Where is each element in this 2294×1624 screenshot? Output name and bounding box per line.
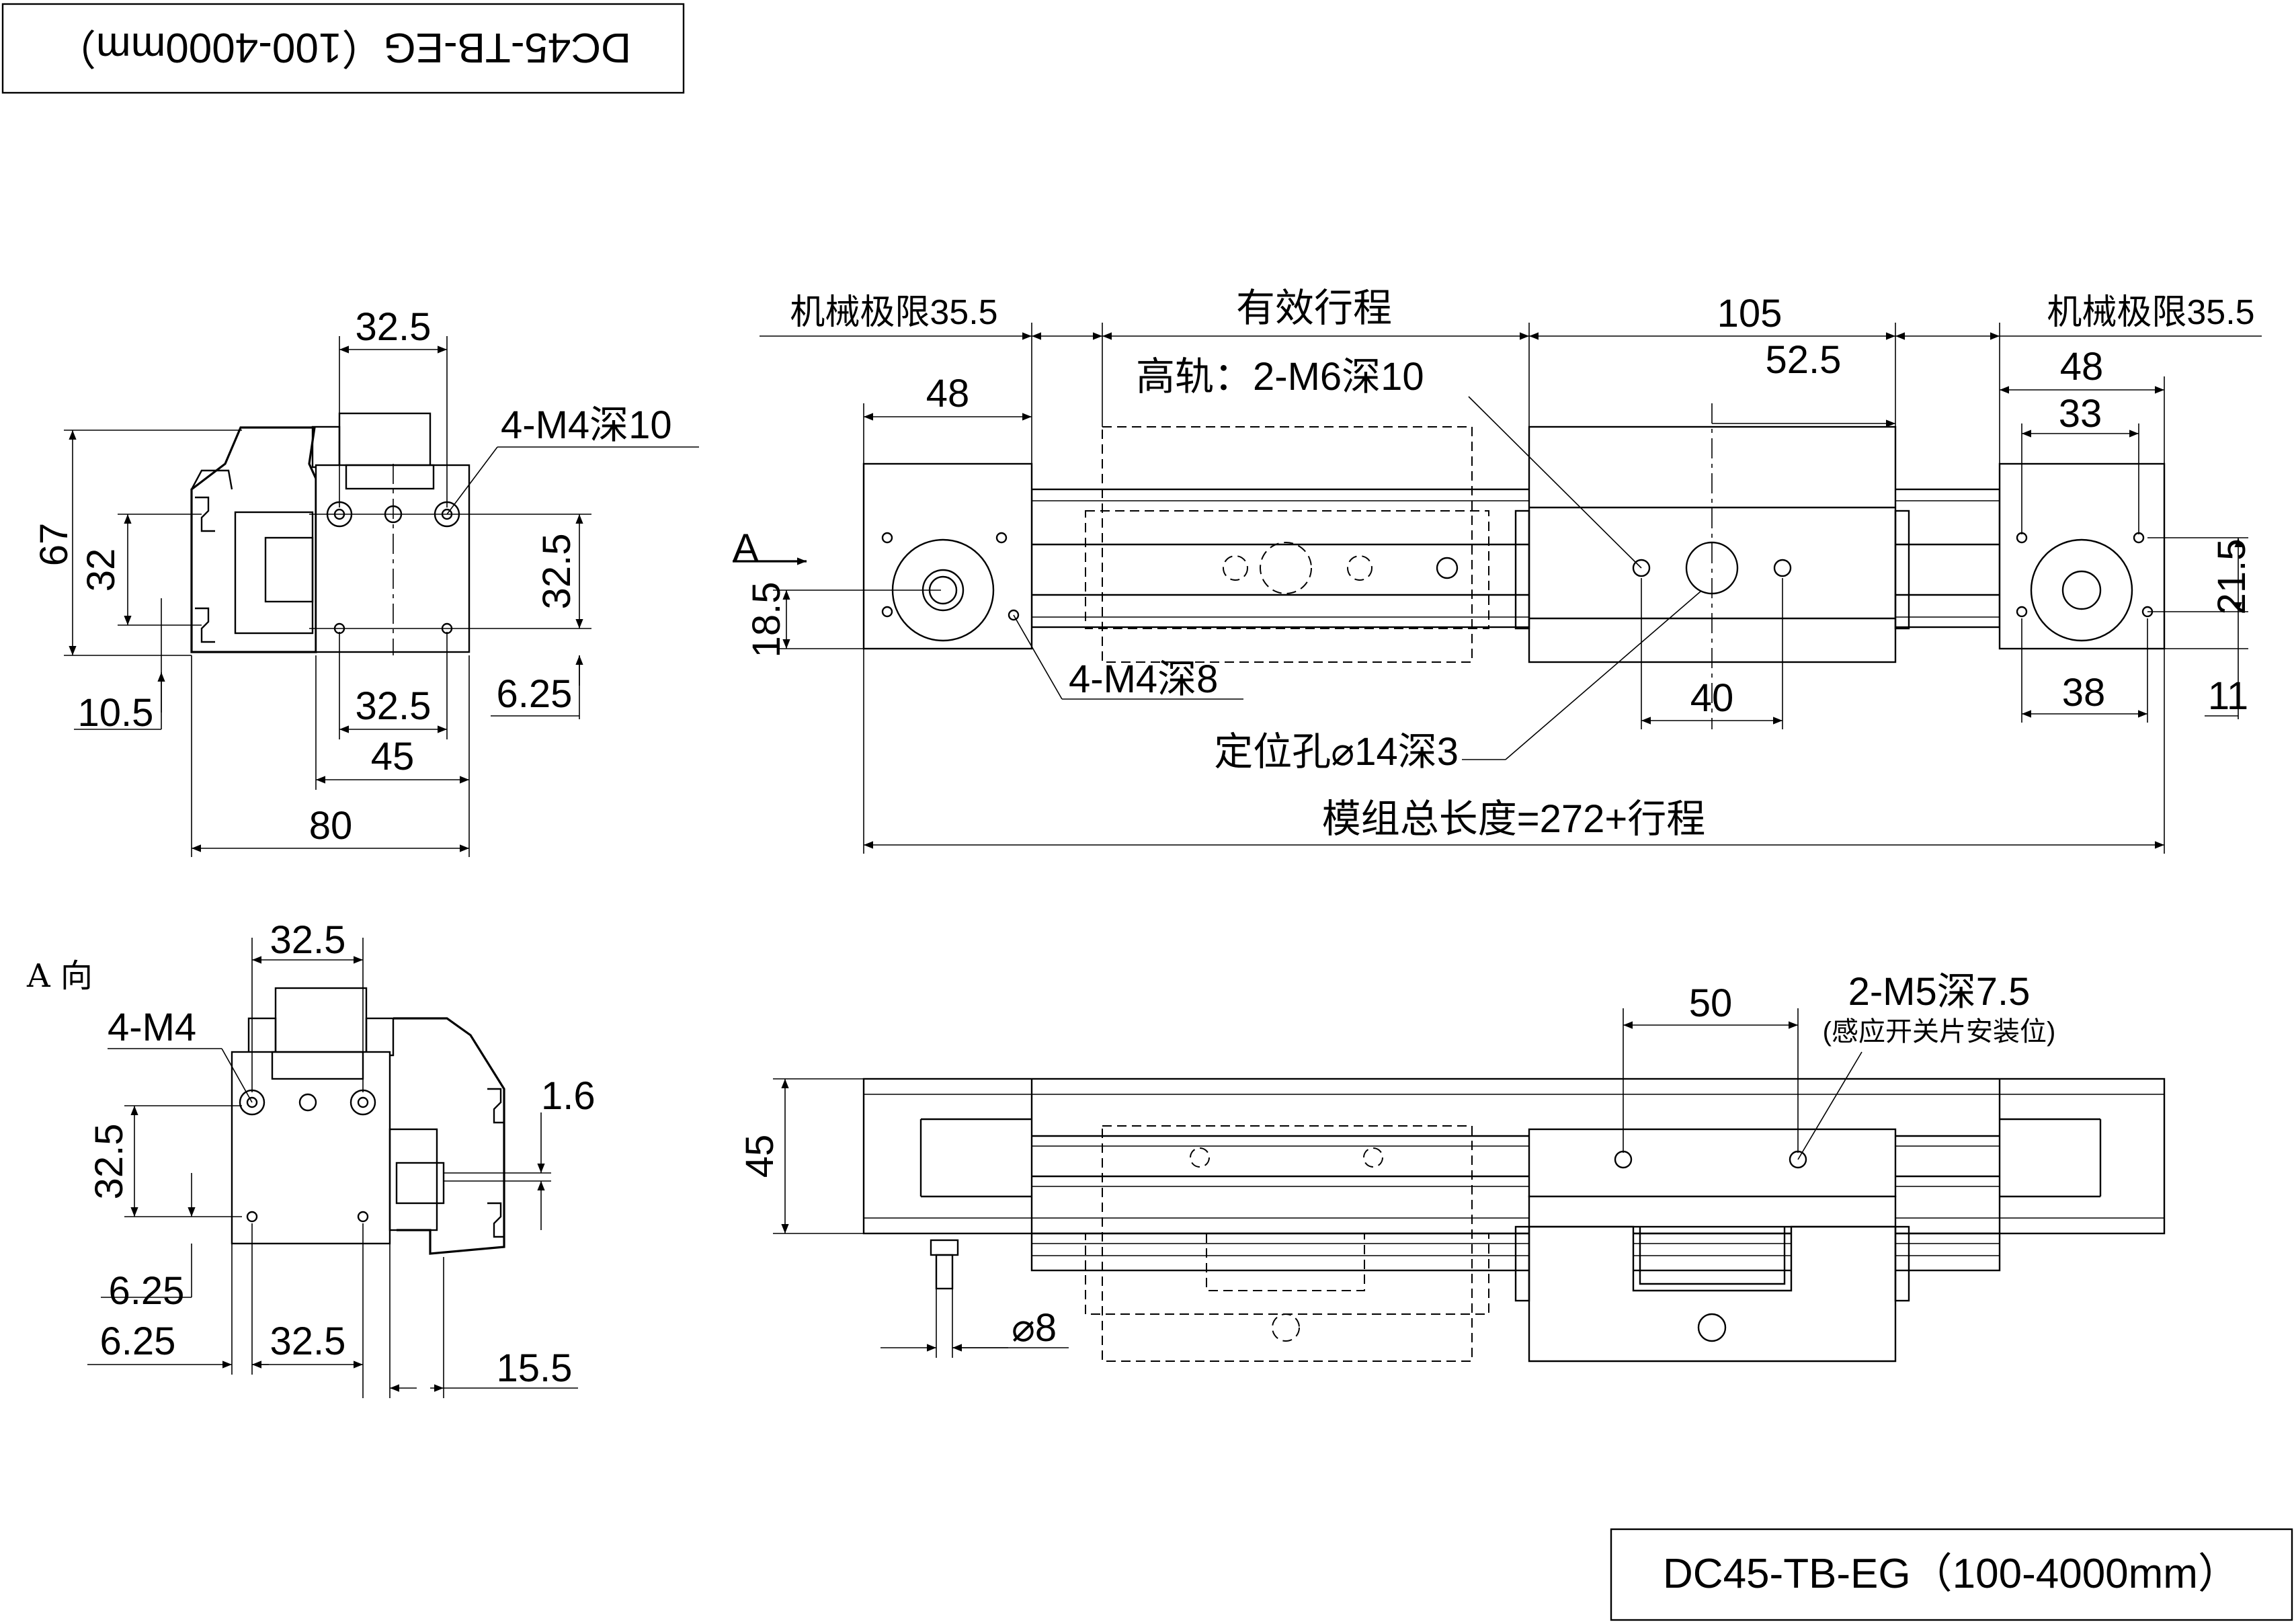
dim-11: 11 — [2208, 674, 2248, 718]
dim-48-left: 48 — [926, 372, 970, 415]
dim-45: 45 — [371, 735, 415, 778]
dim-6-25: 6.25 — [497, 672, 573, 716]
a-dim-6-25-a: 6.25 — [109, 1269, 185, 1313]
thread-note-top: 4-M4深10 — [501, 403, 672, 447]
side-dim-45: 45 — [738, 1135, 782, 1178]
end-view-top: 32.5 4-M4深10 67 32 10.5 32.5 6.25 — [32, 305, 699, 857]
dim-50: 50 — [1689, 981, 1733, 1025]
end-thread-note: 4-M4深8 — [1069, 657, 1218, 701]
high-rail-note: 高轨：2-M6深10 — [1136, 355, 1424, 399]
mech-limit-right: 机械极限35.5 — [2047, 293, 2254, 332]
mech-limit-left: 机械极限35.5 — [790, 293, 997, 332]
dim-38: 38 — [2062, 671, 2106, 715]
arrow-a-label: A — [733, 526, 759, 570]
a-dim-32-5-bottom: 32.5 — [270, 1320, 346, 1363]
end-view-a: A 向 32.5 4-M4 1.6 32.5 — [26, 918, 596, 1398]
top-view: 机械极限35.5 有效行程 105 机械极限35.5 48 高轨：2-M6深10… — [733, 286, 2262, 854]
title-box-top: DC45-TB-EG（100-4000mm） — [1, 3, 685, 94]
dim-48-right: 48 — [2060, 345, 2104, 389]
sensor-note: (感应开关片安装位) — [1823, 1017, 2056, 1047]
dim-33: 33 — [2059, 392, 2102, 436]
dim-80: 80 — [309, 804, 353, 848]
a-dim-1-6: 1.6 — [541, 1074, 596, 1118]
a-thread-note: 4-M4 — [108, 1006, 196, 1049]
dim-18-5: 18.5 — [745, 582, 788, 658]
dim-10-5: 10.5 — [78, 691, 154, 735]
a-dim-6-25-b: 6.25 — [100, 1320, 176, 1363]
dim-32: 32 — [79, 549, 123, 592]
dim-21-5: 21.5 — [2210, 539, 2254, 615]
total-length: 模组总长度=272+行程 — [1322, 797, 1706, 841]
effective-stroke: 有效行程 — [1236, 286, 1392, 330]
dim-32-5-top: 32.5 — [356, 305, 432, 349]
a-view-profile — [393, 1017, 505, 1255]
dim-40: 40 — [1690, 676, 1734, 720]
a-dim-32-5-top: 32.5 — [270, 918, 346, 962]
dim-32-5-right: 32.5 — [535, 534, 579, 610]
dim-32-5-bottom: 32.5 — [356, 684, 432, 728]
right-end-block — [1998, 462, 2166, 650]
view-a-label: A 向 — [26, 957, 93, 995]
side-body — [862, 1078, 2166, 1235]
side-carriage-top — [1528, 1128, 1897, 1198]
title-box-bottom: DC45-TB-EG（100-4000mm） — [1610, 1528, 2293, 1621]
dim-67: 67 — [32, 523, 76, 567]
left-end-block — [862, 462, 1033, 650]
sensor-thread-note: 2-M5深7.5 — [1848, 970, 2031, 1014]
title-mirrored-text: DC45-TB-EG（100-4000mm） — [54, 24, 631, 71]
locating-hole-note: 定位孔⌀14深3 — [1214, 730, 1459, 774]
a-dim-32-5-left: 32.5 — [87, 1124, 131, 1200]
profile-outline — [190, 426, 317, 653]
side-view: 50 2-M5深7.5 (感应开关片安装位) 45 ⌀8 — [738, 970, 2166, 1363]
title-text: DC45-TB-EG（100-4000mm） — [1663, 1551, 2240, 1597]
a-dim-15-5: 15.5 — [497, 1346, 573, 1390]
dim-phi8: ⌀8 — [1012, 1306, 1057, 1350]
dim-52-5: 52.5 — [1766, 338, 1842, 382]
dim-105: 105 — [1717, 292, 1783, 335]
